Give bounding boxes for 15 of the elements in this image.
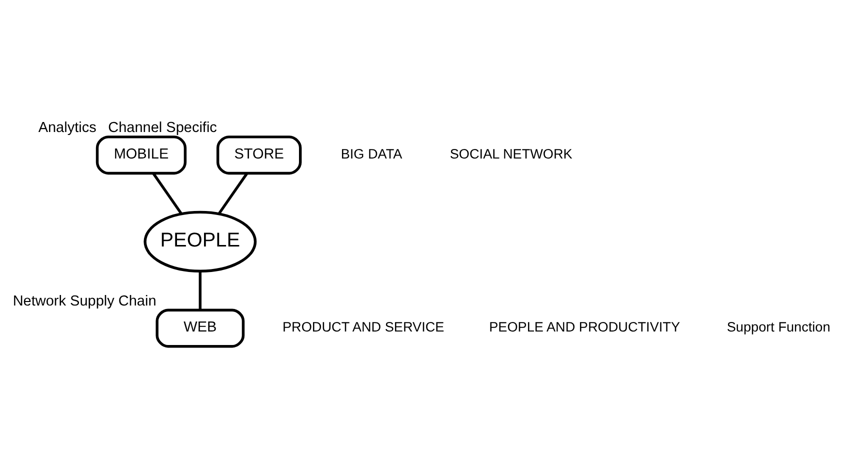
connector — [152, 172, 183, 214]
node-box: MOBILE — [96, 135, 187, 174]
node-label: Network Supply Chain — [12, 292, 156, 309]
connector — [198, 270, 202, 310]
node-box: WEB — [156, 308, 245, 348]
label: Support Function — [726, 318, 830, 334]
label: BIG DATA — [340, 146, 402, 161]
node-box: STORE — [216, 135, 302, 174]
label: PEOPLE AND PRODUCTIVITY — [489, 318, 680, 334]
node-ellipse: PEOPLE — [144, 210, 257, 272]
label: SOCIAL NETWORK — [450, 146, 572, 161]
node-label: Channel Specific — [108, 120, 217, 136]
node-label: Analytics — [38, 120, 96, 136]
connector — [218, 172, 248, 214]
label: PRODUCT AND SERVICE — [282, 318, 444, 334]
